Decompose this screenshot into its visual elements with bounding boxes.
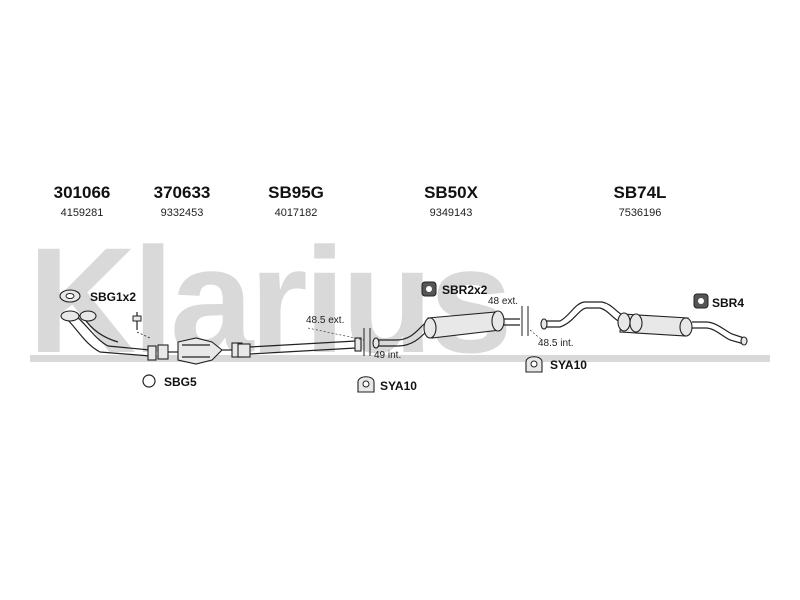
part-code: SB74L xyxy=(614,183,667,202)
part-code: SB95G xyxy=(268,183,324,202)
dimension-label: 49 int. xyxy=(374,350,401,361)
part-ref: 9349143 xyxy=(430,207,473,219)
watermark-underline xyxy=(30,355,770,362)
fitting-label: SBG1x2 xyxy=(90,290,136,304)
fitting-label: SYA10 xyxy=(550,358,587,372)
dimension-label: 48 ext. xyxy=(488,296,518,307)
fitting-sya10-front[interactable]: SYA10 xyxy=(357,376,417,393)
part-sb95g[interactable]: SB95G 4017182 xyxy=(268,183,324,219)
fitting-sbg5[interactable]: SBG5 xyxy=(142,374,197,389)
sensor-icon xyxy=(132,312,151,339)
fitting-sbg1x2[interactable]: SBG1x2 xyxy=(59,289,136,304)
dimension-label: 48.5 ext. xyxy=(306,315,344,326)
part-ref: 7536196 xyxy=(619,207,662,219)
part-ref: 4017182 xyxy=(275,207,318,219)
part-sb74l[interactable]: SB74L 7536196 xyxy=(614,183,667,219)
fitting-label: SBR4 xyxy=(712,296,744,310)
part-code: 370633 xyxy=(154,183,211,202)
fitting-label: SBR2x2 xyxy=(442,283,488,297)
centre-silencer-drawing xyxy=(372,310,520,349)
fitting-label: SYA10 xyxy=(380,379,417,393)
part-ref: 9332453 xyxy=(161,207,204,219)
dimension-label: 48.5 int. xyxy=(538,338,574,349)
ring-icon xyxy=(142,374,156,388)
part-301066[interactable]: 301066 4159281 xyxy=(54,183,111,219)
dimension-front: 48.5 ext. 49 int. xyxy=(306,315,401,361)
fitting-sbr4[interactable]: SBR4 xyxy=(693,293,744,310)
fitting-label: SBG5 xyxy=(164,375,197,389)
part-sb50x[interactable]: SB50X 9349143 xyxy=(424,183,479,219)
fitting-sya10-rear[interactable]: SYA10 xyxy=(525,356,587,373)
part-code: SB50X xyxy=(424,183,479,202)
part-370633[interactable]: 370633 9332453 xyxy=(154,183,211,219)
dimension-rear: 48 ext. 48.5 int. xyxy=(488,296,574,349)
rear-silencer-drawing xyxy=(540,301,748,346)
part-code: 301066 xyxy=(54,183,111,202)
front-pipe-drawing xyxy=(60,310,157,361)
intermediate-pipe-drawing xyxy=(237,337,362,358)
part-ref: 4159281 xyxy=(61,207,104,219)
fitting-sbr2x2[interactable]: SBR2x2 xyxy=(421,281,488,297)
